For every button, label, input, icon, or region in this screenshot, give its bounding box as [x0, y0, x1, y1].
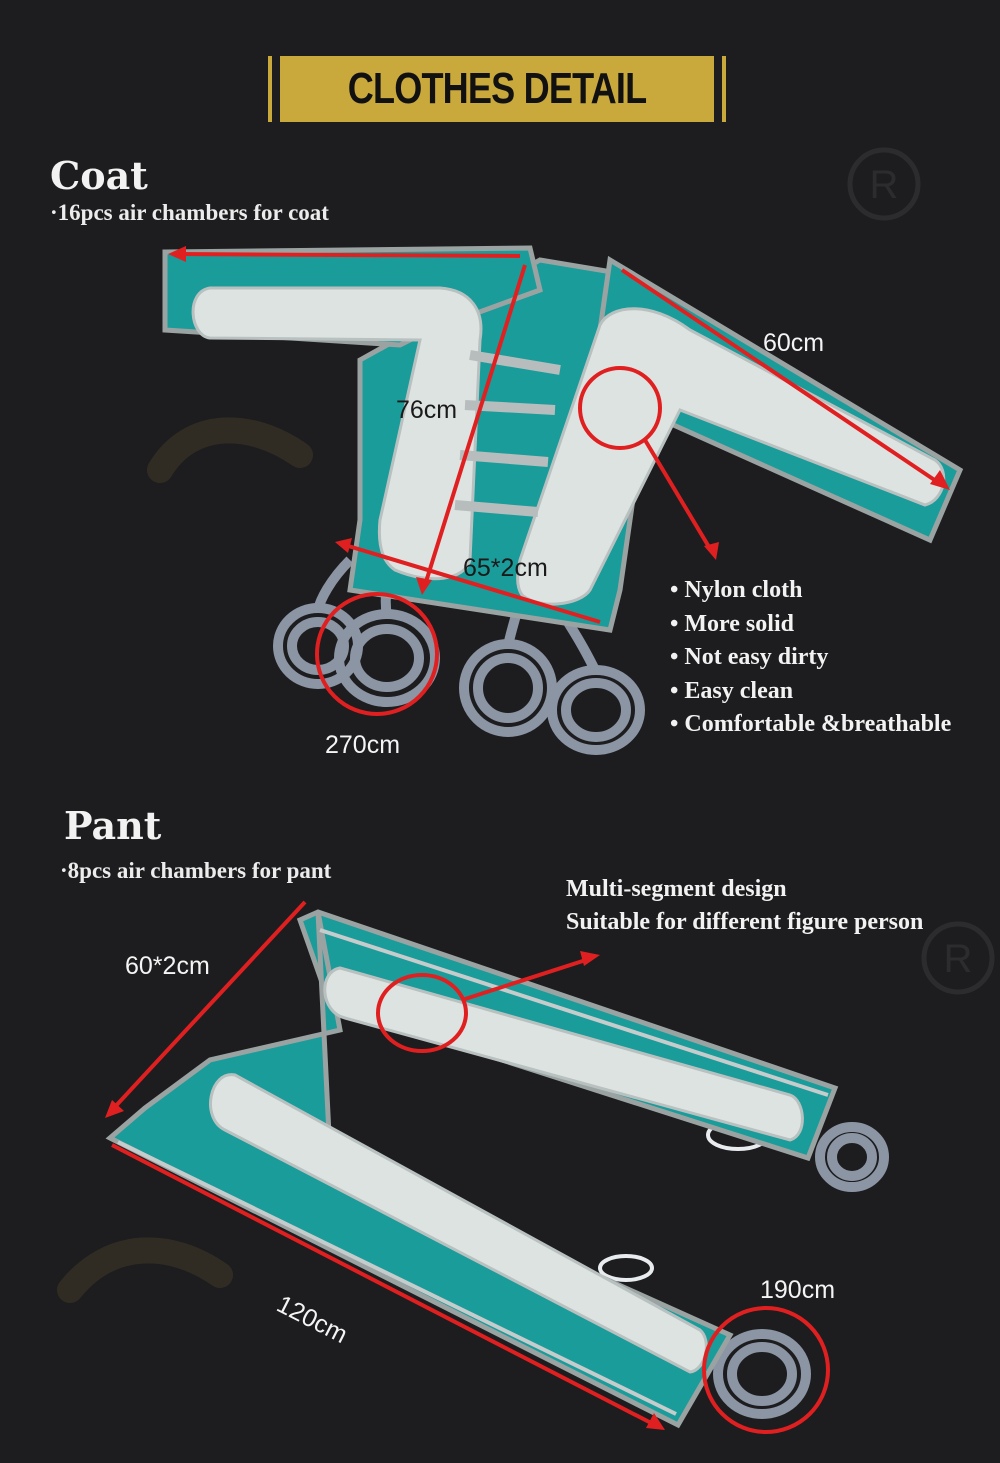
- pant-upper-panel: [323, 966, 804, 1142]
- banner-box: CLOTHES DETAIL: [280, 56, 714, 122]
- section-banner: CLOTHES DETAIL: [268, 56, 726, 122]
- feature-item: • Easy clean: [670, 677, 794, 704]
- banner-title: CLOTHES DETAIL: [347, 64, 647, 113]
- feature-item: • Comfortable &breathable: [670, 711, 952, 737]
- feature-item: • More solid: [670, 610, 794, 637]
- pant-subtitle: ·8pcs air chambers for pant: [60, 858, 332, 883]
- coat-chest-width: 65*2cm: [463, 554, 548, 582]
- banner-bar-right: [722, 56, 726, 122]
- pant-note-line2: Suitable for different figure person: [566, 909, 924, 935]
- pant-measure-lines: [105, 900, 830, 1434]
- pant-illustration: [105, 909, 889, 1429]
- svg-text:R: R: [870, 163, 899, 207]
- watermark: R R: [57, 147, 995, 1303]
- banner-bar-left: [268, 56, 272, 122]
- registered-mark-icon: R: [921, 921, 995, 995]
- pant-hoses: [713, 1122, 889, 1419]
- feature-item: • Not easy dirty: [670, 644, 829, 670]
- pant-hose-length: 190cm: [760, 1276, 836, 1304]
- pant-zippers: [117, 928, 829, 1416]
- coat-hose-length: 270cm: [325, 731, 401, 759]
- coat-body-length: 76cm: [396, 396, 458, 424]
- coat-heading: Coat: [50, 153, 148, 198]
- coat-left-panel: [191, 286, 483, 581]
- coat-feature-list: • Nylon cloth • More solid • Not easy di…: [670, 574, 951, 742]
- pant-width: 60*2cm: [125, 952, 210, 980]
- coat-subtitle: ·16pcs air chambers for coat: [50, 200, 329, 225]
- pant-heading: Pant: [64, 803, 162, 848]
- coat-sleeve-length: 60cm: [763, 329, 825, 357]
- coat-right-panel: [516, 307, 946, 606]
- feature-item: • Nylon cloth: [670, 577, 803, 603]
- pant-note-line1: Multi-segment design: [566, 876, 787, 902]
- coat-measure-lines: [168, 246, 950, 716]
- pant-cables: [598, 1119, 770, 1282]
- pant-lower-panel: [209, 1073, 708, 1374]
- registered-mark-icon: R: [847, 147, 921, 221]
- svg-text:R: R: [944, 937, 973, 981]
